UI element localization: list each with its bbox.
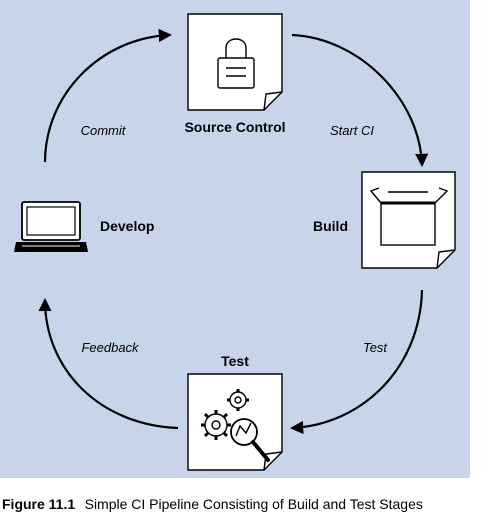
build-document [361, 171, 456, 269]
figure-caption: Figure 11.1 Simple CI Pipeline Consistin… [2, 496, 423, 513]
build-label: Build [313, 218, 348, 234]
test-edge-label: Test [363, 340, 388, 355]
commit-label: Commit [81, 123, 127, 138]
laptop-icon [14, 201, 88, 252]
box-icon [369, 187, 449, 246]
source-control-document [187, 13, 283, 111]
start-ci-arrow [291, 33, 429, 167]
test-label: Test [221, 353, 249, 369]
develop-node: Develop [14, 201, 154, 252]
gears-magnifier-icon [201, 389, 270, 462]
page-curl [436, 249, 456, 269]
develop-label: Develop [100, 218, 154, 234]
test-arrow [290, 289, 424, 435]
feedback-arrow [38, 298, 179, 430]
commit-arrow [43, 28, 172, 163]
figure-number: Figure 11.1 [2, 496, 75, 512]
page-curl [263, 91, 283, 111]
test-node: Test [187, 353, 283, 471]
start-ci-label: Start CI [330, 123, 374, 138]
lock-icon [217, 38, 255, 89]
feedback-label: Feedback [81, 340, 140, 355]
build-node: Build [313, 171, 456, 269]
figure-caption-text: Simple CI Pipeline Consisting of Build a… [85, 496, 423, 512]
page-curl [263, 451, 283, 471]
source-control-node: Source Control [184, 13, 286, 135]
source-control-label: Source Control [184, 119, 285, 135]
